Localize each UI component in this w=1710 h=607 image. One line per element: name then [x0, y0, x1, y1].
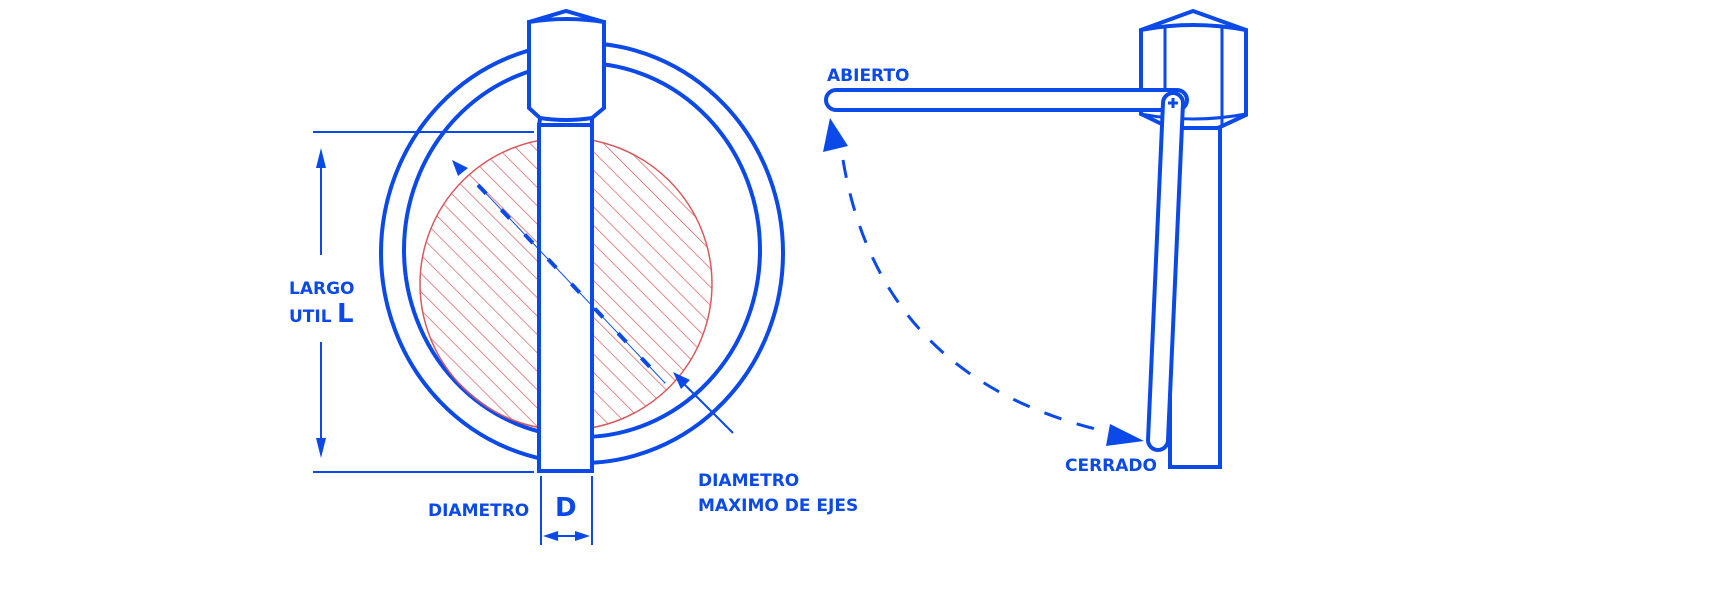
max-axis-label-line2: MAXIMO DE EJES	[698, 496, 858, 516]
lever-open	[824, 88, 1189, 112]
side-pin-head	[1139, 23, 1248, 130]
length-label-line2: UTIL	[289, 307, 332, 327]
diameter-label: DIAMETRO	[428, 501, 529, 521]
length-symbol: L	[337, 299, 354, 329]
diameter-arrow-left	[543, 531, 558, 541]
closed-label: CERRADO	[1065, 456, 1157, 476]
length-label-line1: LARGO	[289, 279, 355, 299]
motion-arc	[841, 159, 1109, 434]
front-view	[313, 8, 785, 545]
diameter-symbol: D	[555, 493, 577, 523]
max-axis-label-line1: DIAMETRO	[698, 471, 799, 491]
lever-closed	[1145, 91, 1186, 452]
pin-head	[527, 17, 606, 122]
open-arrowhead	[823, 118, 848, 152]
length-arrow-up	[316, 148, 326, 168]
pivot-plus-icon	[1168, 98, 1178, 108]
leader-arrowhead	[673, 372, 690, 389]
diameter-arrow-right	[575, 531, 590, 541]
pin-shaft	[537, 123, 594, 473]
open-label: ABIERTO	[827, 66, 909, 86]
diameter-arrowhead	[452, 160, 468, 176]
side-view	[823, 8, 1248, 469]
closed-arrowhead	[1106, 424, 1144, 446]
length-arrow-down	[316, 438, 326, 458]
